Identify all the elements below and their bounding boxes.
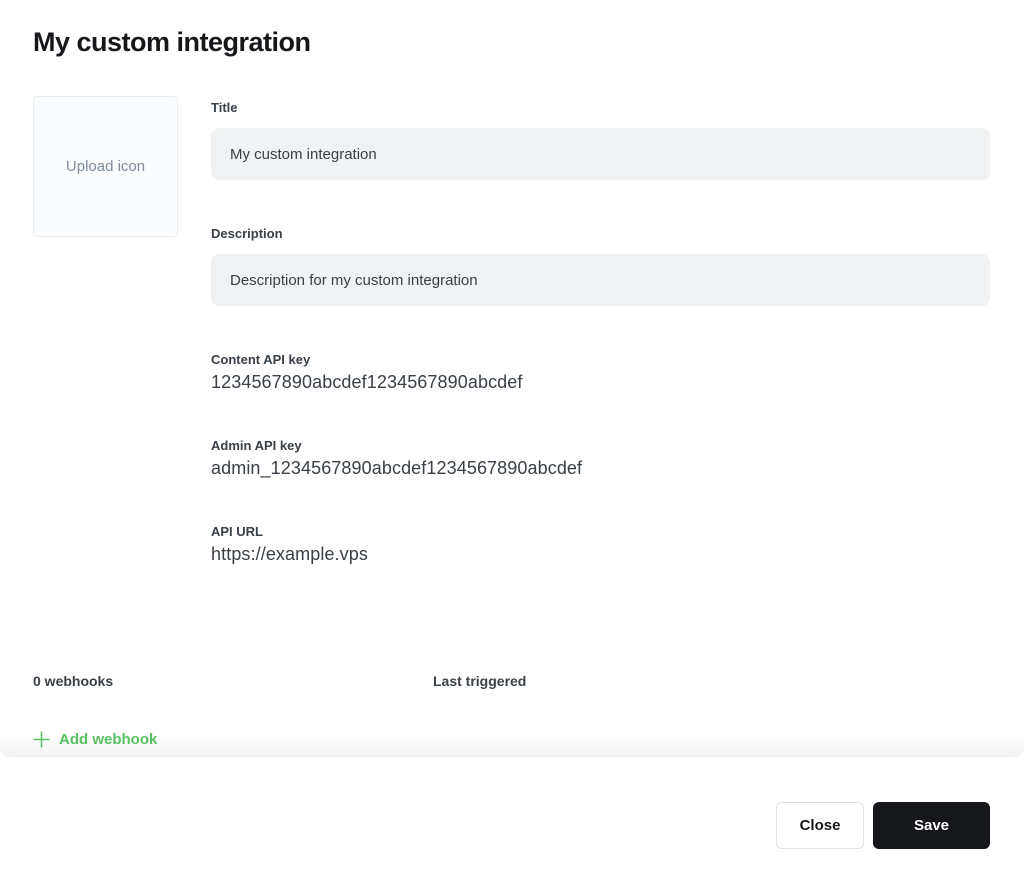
title-label: Title <box>211 100 238 115</box>
description-field-group: Description <box>211 226 990 306</box>
admin-api-key-group: Admin API key admin_1234567890abcdef1234… <box>211 438 990 478</box>
upload-icon-dropzone[interactable]: Upload icon <box>33 96 178 237</box>
description-label: Description <box>211 226 283 241</box>
integration-form: Upload icon Title Description Content AP… <box>33 96 990 564</box>
page-title: My custom integration <box>33 27 311 57</box>
api-url-value: https://example.vps <box>211 544 368 564</box>
form-fields: Title Description Content API key 123456… <box>211 96 990 564</box>
content-area: My custom integration Upload icon Title … <box>0 27 1024 757</box>
title-field-group: Title <box>211 100 990 180</box>
description-input[interactable] <box>211 254 990 306</box>
api-url-group: API URL https://example.vps <box>211 524 990 564</box>
admin-api-key-label: Admin API key <box>211 438 302 453</box>
content-api-key-value: 1234567890abcdef1234567890abcdef <box>211 372 523 392</box>
upload-icon-label: Upload icon <box>65 158 146 175</box>
footer-actions: Close Save <box>0 757 1024 877</box>
webhooks-section: 0 webhooks Last triggered Add webhook <box>33 673 990 748</box>
add-webhook-label: Add webhook <box>59 731 158 748</box>
webhooks-table-header: 0 webhooks Last triggered <box>33 673 990 689</box>
close-button[interactable]: Close <box>776 802 864 849</box>
content-api-key-group: Content API key 1234567890abcdef12345678… <box>211 352 990 392</box>
admin-api-key-value: admin_1234567890abcdef1234567890abcdef <box>211 458 583 478</box>
add-webhook-button[interactable]: Add webhook <box>33 731 157 748</box>
save-button[interactable]: Save <box>873 802 990 849</box>
plus-icon <box>33 731 50 748</box>
webhooks-count-header: 0 webhooks <box>33 673 114 689</box>
api-url-label: API URL <box>211 524 263 539</box>
content-api-key-label: Content API key <box>211 352 311 367</box>
webhooks-last-triggered-header: Last triggered <box>433 673 527 689</box>
title-input[interactable] <box>211 128 990 180</box>
